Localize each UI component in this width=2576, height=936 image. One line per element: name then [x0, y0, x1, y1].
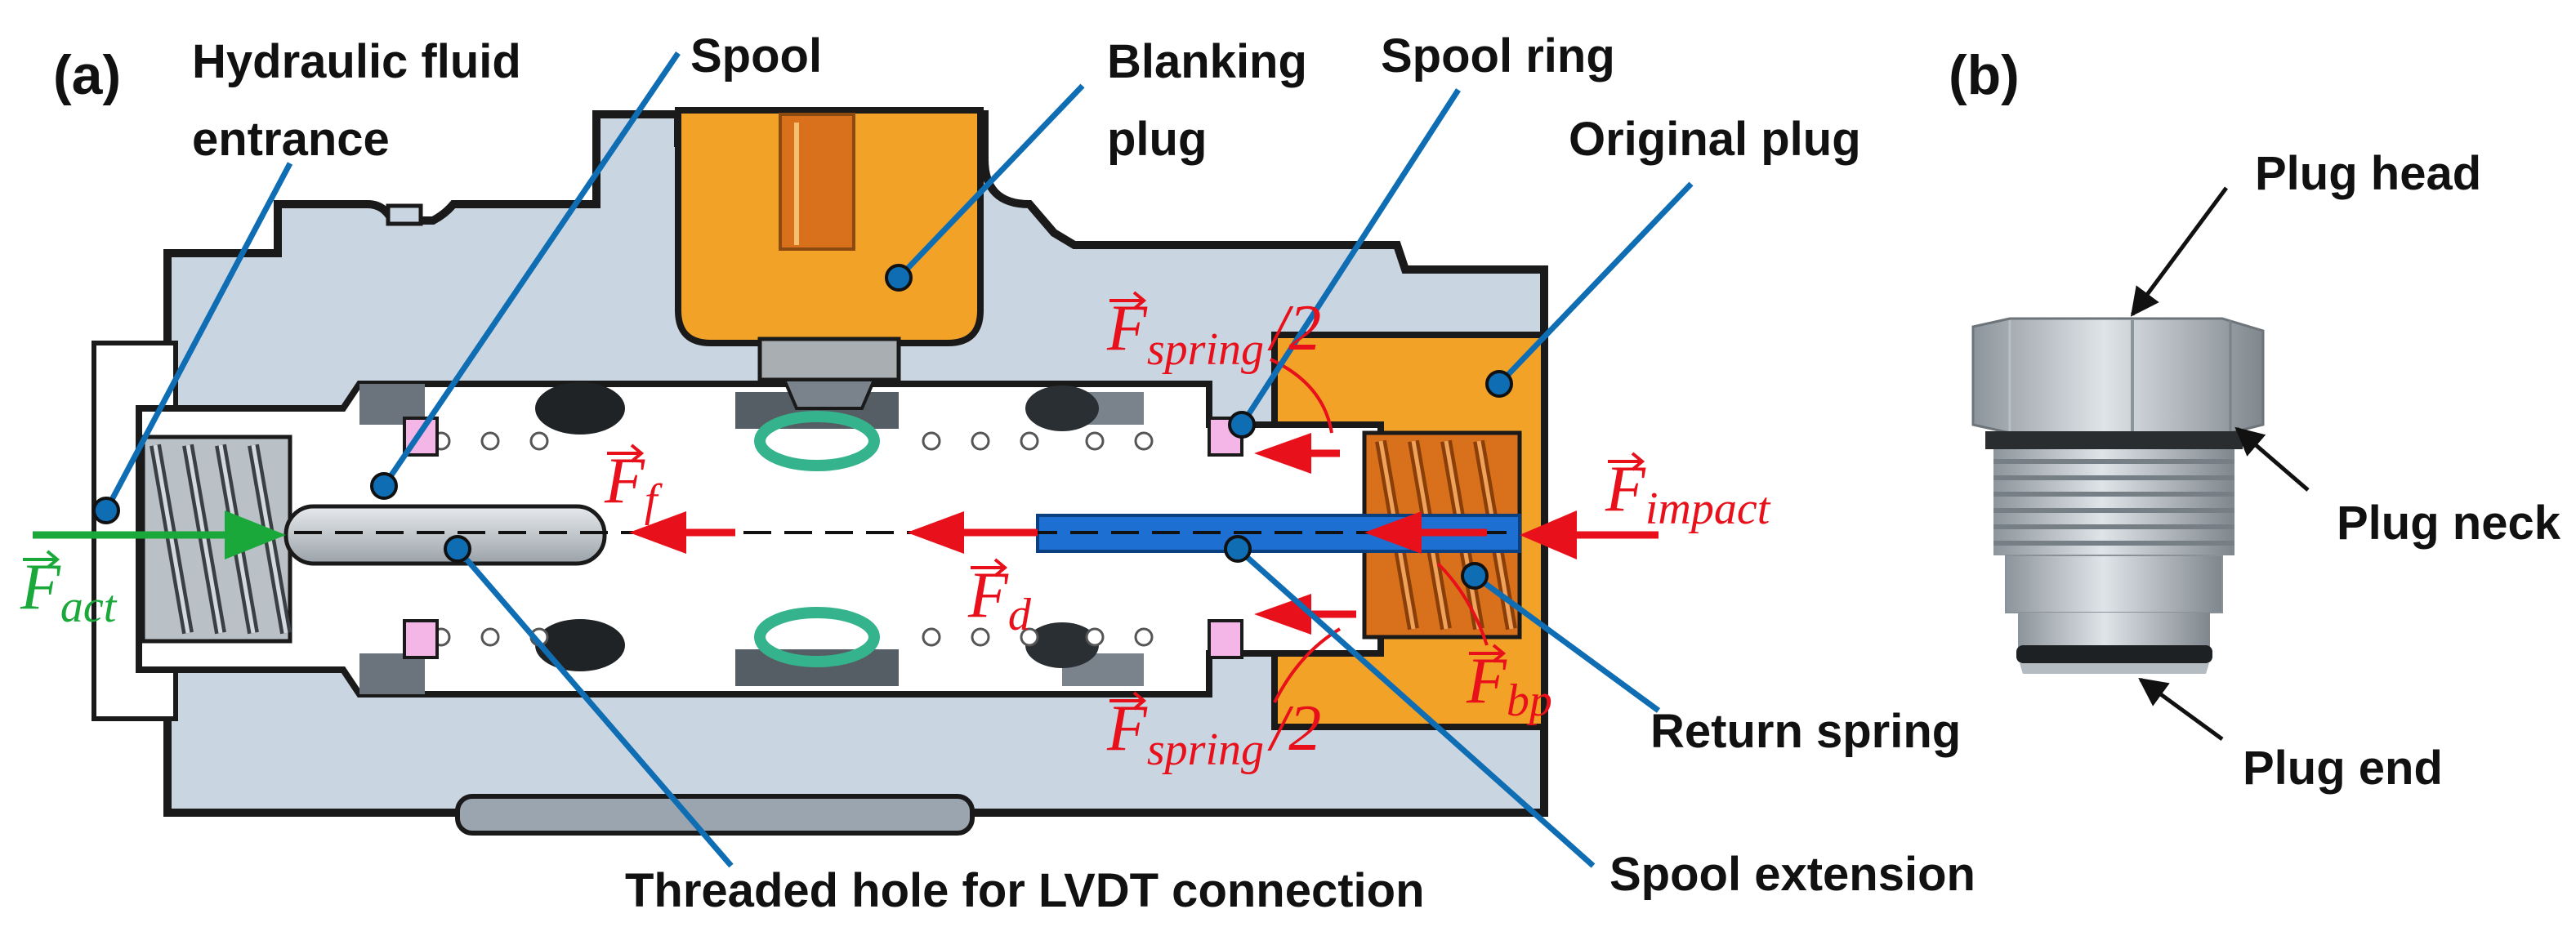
arrow-impact-head	[1520, 510, 1577, 559]
force-label-spring-bottom: Fspring/2	[1106, 691, 1321, 775]
arrow-f-head	[629, 511, 686, 554]
label-hydraulic-1: Hydraulic fluid	[192, 35, 521, 88]
svg-text:Fspring/2: Fspring/2	[1106, 693, 1321, 775]
curve-bp	[1436, 562, 1489, 646]
land-bottom-left	[359, 653, 425, 694]
land-bottom-mid	[735, 649, 899, 686]
plug-photo	[1971, 317, 2265, 674]
label-blanking-1: Blanking	[1107, 35, 1307, 88]
photo-arrows	[2130, 186, 2310, 742]
plug-head-shape	[1971, 317, 2265, 435]
passage-top	[535, 382, 625, 435]
plug-neck-shape	[1985, 431, 2243, 449]
dot-icon	[1224, 535, 1252, 563]
dot-icon	[885, 264, 913, 292]
label-spool-ring: Spool ring	[1381, 29, 1615, 82]
seal-bottom	[754, 607, 880, 667]
arrow-act-head	[225, 510, 286, 559]
arrow-d-1-head	[907, 511, 964, 554]
svg-text:Fbp: Fbp	[1466, 645, 1552, 726]
plug-end-shape	[2020, 663, 2209, 674]
label-plug-end: Plug end	[2243, 742, 2443, 795]
svg-text:Fact: Fact	[20, 551, 118, 632]
svg-text:Fimpact: Fimpact	[1605, 453, 1771, 534]
panel-label-b: (b)	[1949, 44, 2020, 106]
spool-ring-right-bottom	[1208, 619, 1243, 659]
dot-icon	[1228, 411, 1256, 439]
bottom-slot	[455, 794, 975, 836]
dot-icon	[444, 535, 471, 563]
plug-threads	[1993, 449, 2234, 555]
passage-top-2	[1025, 386, 1099, 431]
force-label-impact: Fimpact	[1605, 452, 1771, 534]
force-label-act: Fact	[20, 550, 118, 632]
label-spool: Spool	[690, 29, 822, 82]
label-threaded-hole: Threaded hole for LVDT connection	[625, 864, 1425, 917]
leader-dots	[92, 264, 1513, 590]
force-label-d: Fd	[967, 558, 1032, 640]
dot-icon	[1485, 370, 1513, 398]
label-hydraulic-2: entrance	[192, 113, 390, 166]
arrow-spring-top-head	[1254, 433, 1311, 474]
plug-oring	[2016, 645, 2212, 663]
label-plug-head: Plug head	[2255, 147, 2481, 200]
passage-bottom-2	[1025, 622, 1099, 668]
label-original-plug: Original plug	[1569, 113, 1861, 166]
force-label-bp: Fbp	[1466, 644, 1552, 726]
panel-label-a: (a)	[53, 44, 121, 106]
arrow-d-2-head	[1364, 511, 1422, 554]
bore-dots	[431, 431, 1154, 647]
label-plug-neck: Plug neck	[2337, 497, 2561, 550]
force-label-spring-top: Fspring/2	[1106, 291, 1321, 375]
spool-ring-left-bottom	[403, 619, 439, 659]
valve-cross-section	[92, 107, 1548, 836]
leader-lines	[103, 51, 1694, 868]
body-tab	[386, 203, 423, 226]
dot-icon	[92, 497, 120, 524]
land-top-left	[359, 384, 425, 425]
dot-icon	[370, 472, 398, 500]
passage-bottom	[535, 619, 625, 671]
label-spool-extension: Spool extension	[1609, 848, 1976, 901]
label-return-spring: Return spring	[1650, 705, 1961, 758]
dot-icon	[1461, 562, 1489, 590]
svg-text:Fspring/2: Fspring/2	[1106, 292, 1321, 375]
label-blanking-2: plug	[1107, 113, 1207, 166]
seal-top	[754, 411, 880, 471]
